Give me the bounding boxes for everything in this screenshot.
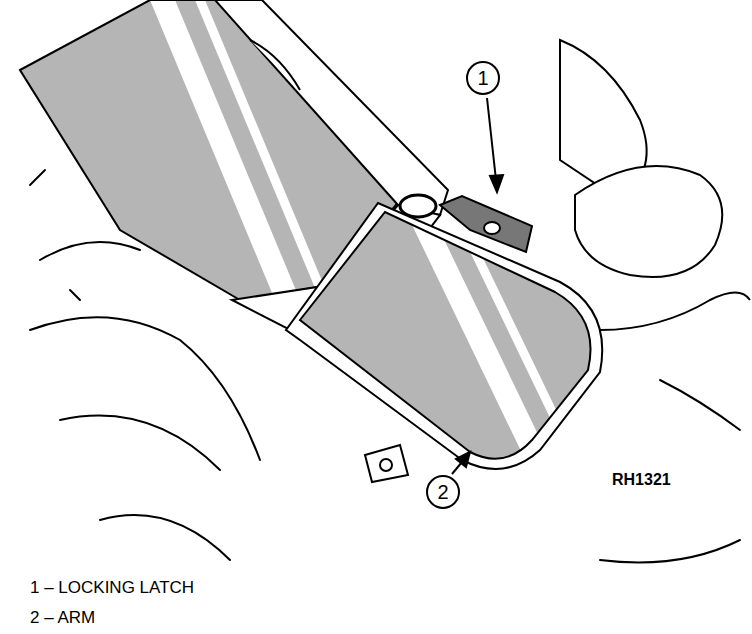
callout-circle: 1 xyxy=(466,61,500,95)
legend-line: 1 – LOCKING LATCH xyxy=(30,578,194,598)
callout-number: 1 xyxy=(477,68,488,88)
callout-number: 2 xyxy=(437,482,448,502)
leader-lines xyxy=(452,98,503,474)
arm-webbing xyxy=(280,200,620,480)
hand xyxy=(250,40,750,330)
figure-code: RH1321 xyxy=(612,470,671,489)
legend-line: 2 – ARM xyxy=(30,608,95,628)
bracket xyxy=(365,445,408,482)
callout-circle: 2 xyxy=(426,475,460,509)
arm-outline xyxy=(300,212,591,459)
